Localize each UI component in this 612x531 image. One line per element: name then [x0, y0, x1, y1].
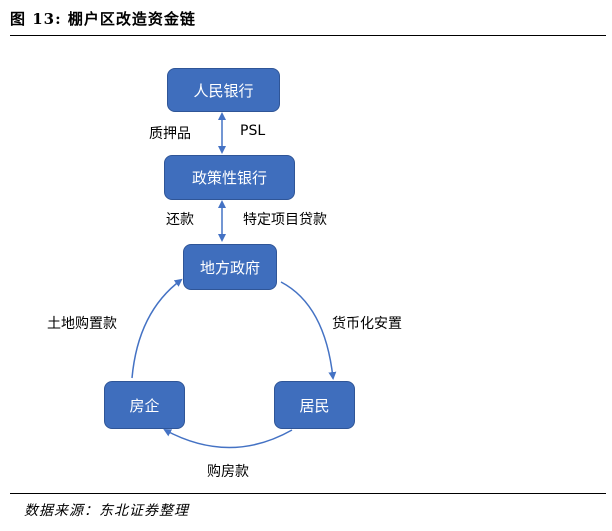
edge-label-pledge: 质押品 — [149, 126, 191, 142]
figure-source: 数据来源：东北证券整理 — [24, 503, 189, 519]
figure-title: 图 13: 棚户区改造资金链 — [10, 10, 196, 28]
edge-label-home-purchase: 购房款 — [207, 464, 249, 480]
edge-label-special-loan: 特定项目贷款 — [243, 212, 327, 228]
node-residents: 居民 — [274, 381, 355, 429]
edge-label-repay: 还款 — [166, 212, 194, 228]
edge-label-land-purchase: 土地购置款 — [47, 316, 117, 332]
node-policy-bank: 政策性银行 — [164, 155, 295, 200]
node-developers: 房企 — [104, 381, 185, 429]
node-pboc: 人民银行 — [167, 68, 280, 112]
edge-label-monetized-resettlement: 货币化安置 — [332, 316, 402, 332]
node-local-gov: 地方政府 — [183, 244, 277, 290]
arrow-residents-to-developers — [163, 429, 293, 449]
edge-label-psl: PSL — [240, 123, 266, 139]
arrow-developers-to-local-gov — [131, 278, 183, 379]
bottom-rule — [10, 493, 606, 494]
top-rule — [10, 35, 606, 36]
arrow-local-gov-to-residents — [280, 281, 337, 380]
